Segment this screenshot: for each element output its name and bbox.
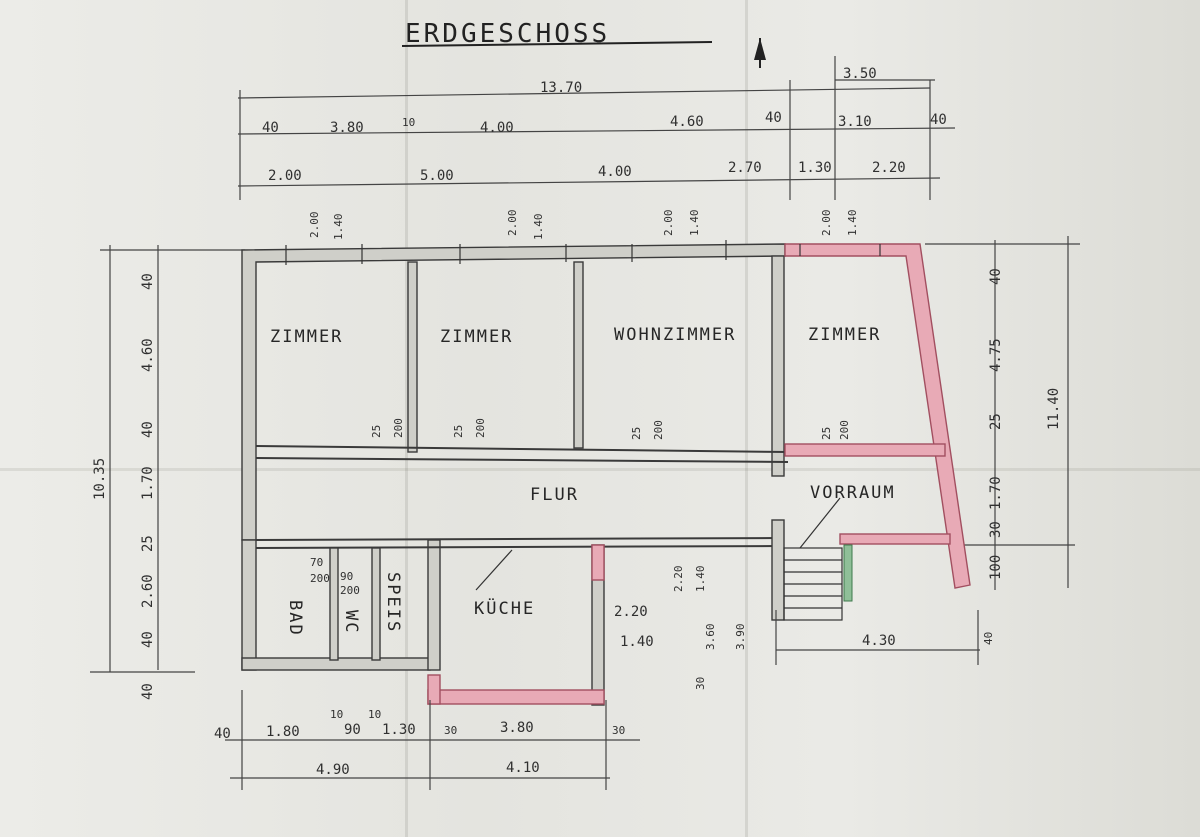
room-label: ZIMMER xyxy=(440,327,513,347)
svg-text:200: 200 xyxy=(310,572,330,585)
dim-label: 3.80 xyxy=(330,120,364,136)
svg-text:1.40: 1.40 xyxy=(532,214,545,241)
dim-label: 1.30 xyxy=(798,160,832,176)
svg-text:3.60: 3.60 xyxy=(704,624,717,651)
fold-line xyxy=(405,0,408,837)
svg-text:40: 40 xyxy=(140,683,156,700)
svg-text:3.90: 3.90 xyxy=(734,624,747,651)
dim-label: 2.20 xyxy=(614,604,648,620)
fold-line xyxy=(745,0,748,837)
dim-label: 40 xyxy=(214,726,231,742)
room-label: WOHNZIMMER xyxy=(614,325,736,345)
room-label: FLUR xyxy=(530,485,579,505)
dim-label: 40 xyxy=(765,110,782,126)
dim-label: 1.80 xyxy=(266,724,300,740)
dim-label: 2.70 xyxy=(728,160,762,176)
dim-label: 3.10 xyxy=(838,114,872,130)
room-label: ZIMMER xyxy=(270,327,343,347)
svg-text:40: 40 xyxy=(140,273,156,290)
svg-text:2.00: 2.00 xyxy=(506,210,519,237)
svg-text:2.00: 2.00 xyxy=(820,210,833,237)
room-label: BAD xyxy=(285,600,305,637)
svg-text:90: 90 xyxy=(340,570,353,583)
dim-label: 40 xyxy=(930,112,947,128)
dim-label: 30 xyxy=(444,724,457,737)
svg-text:25: 25 xyxy=(452,425,465,438)
svg-text:4.60: 4.60 xyxy=(140,338,156,372)
svg-text:30: 30 xyxy=(694,677,707,690)
dim-label: 5.00 xyxy=(420,168,454,184)
green-marked-wall xyxy=(843,544,853,602)
red-marked-walls xyxy=(427,243,971,705)
dim-label: 1.30 xyxy=(382,722,416,738)
svg-text:1.40: 1.40 xyxy=(846,210,859,237)
dim-label: 4.60 xyxy=(670,114,704,130)
dim-label: 10 xyxy=(368,708,381,721)
walls xyxy=(241,243,789,706)
dim-label: 2.20 xyxy=(872,160,906,176)
svg-text:200: 200 xyxy=(392,418,405,438)
dim-label: 4.00 xyxy=(480,120,514,136)
svg-text:2.00: 2.00 xyxy=(662,210,675,237)
interior-dims: 25 200 25 200 25 200 25 200 70 200 90 20… xyxy=(310,418,851,597)
dim-label: 4.30 xyxy=(862,633,896,649)
dim-label: 10 xyxy=(330,708,343,721)
dim-label: 40 xyxy=(262,120,279,136)
left-dims: 10.35 40 4.60 40 1.70 25 2.60 40 40 xyxy=(92,273,156,700)
svg-text:1.40: 1.40 xyxy=(688,210,701,237)
svg-text:2.00: 2.00 xyxy=(308,212,321,239)
svg-text:25: 25 xyxy=(820,427,833,440)
dim-label: 10 xyxy=(402,116,415,129)
svg-text:25: 25 xyxy=(988,413,1004,430)
svg-text:1.70: 1.70 xyxy=(140,466,156,500)
svg-text:25: 25 xyxy=(630,427,643,440)
fold-line xyxy=(0,468,1200,471)
dim-label: 4.00 xyxy=(598,164,632,180)
room-label: SPEIS xyxy=(383,572,403,633)
room-label: WC xyxy=(341,610,361,634)
svg-text:200: 200 xyxy=(838,420,851,440)
title-underline xyxy=(401,41,713,47)
dim-label: 1.40 xyxy=(620,634,654,650)
dim-label: 4.90 xyxy=(316,762,350,778)
stair-dims: 2.20 1.40 3.60 3.90 30 xyxy=(672,566,747,691)
svg-text:1.70: 1.70 xyxy=(988,476,1004,510)
dim-label: 3.80 xyxy=(500,720,534,736)
svg-text:10.35: 10.35 xyxy=(92,458,108,500)
room-label: KÜCHE xyxy=(474,597,535,619)
dim-label: 4.10 xyxy=(506,760,540,776)
svg-text:200: 200 xyxy=(340,584,360,597)
dim-label: 90 xyxy=(344,722,361,738)
dim-label: 2.00 xyxy=(268,168,302,184)
svg-text:25: 25 xyxy=(370,425,383,438)
svg-text:70: 70 xyxy=(310,556,323,569)
window-dims: 2.00 1.40 2.00 1.40 2.00 1.40 2.00 1.40 xyxy=(308,210,859,241)
svg-text:4.75: 4.75 xyxy=(988,338,1004,372)
right-dims: 11.40 40 4.75 25 1.70 30 100 xyxy=(988,268,1062,580)
svg-text:1.40: 1.40 xyxy=(694,566,707,593)
dim-right-total: 3.50 xyxy=(843,66,877,82)
dim-total-width: 13.70 xyxy=(540,80,582,96)
svg-text:40: 40 xyxy=(140,421,156,438)
dim-label: 30 xyxy=(612,724,625,737)
svg-text:40: 40 xyxy=(988,268,1004,285)
room-label: ZIMMER xyxy=(808,325,881,345)
svg-text:2.60: 2.60 xyxy=(140,574,156,608)
svg-text:200: 200 xyxy=(652,420,665,440)
svg-text:40: 40 xyxy=(140,631,156,648)
svg-text:2.20: 2.20 xyxy=(672,566,685,593)
dim-label: 40 xyxy=(982,632,995,645)
window-marks xyxy=(285,240,881,265)
svg-text:100: 100 xyxy=(988,555,1004,580)
svg-text:30: 30 xyxy=(988,521,1004,538)
svg-text:11.40: 11.40 xyxy=(1046,388,1062,430)
room-label: VORRAUM xyxy=(810,483,896,503)
svg-text:200: 200 xyxy=(474,418,487,438)
stairs xyxy=(475,497,843,621)
svg-text:25: 25 xyxy=(140,535,156,552)
svg-text:1.40: 1.40 xyxy=(332,214,345,241)
north-arrow-icon xyxy=(754,38,766,68)
